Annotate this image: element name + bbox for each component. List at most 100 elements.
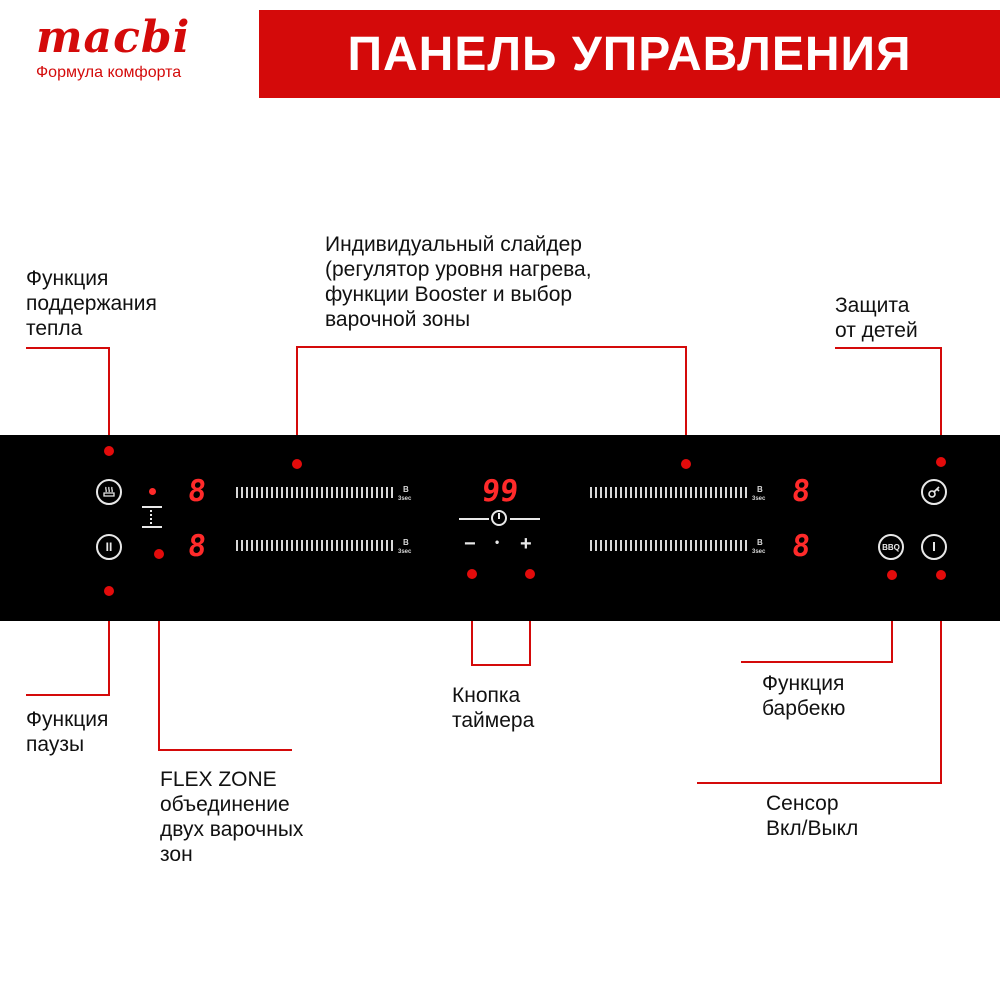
pause-button[interactable]: II	[96, 534, 122, 560]
slider-tick	[296, 539, 298, 551]
slider-tick	[630, 539, 632, 551]
flex-zone-button[interactable]	[142, 506, 162, 528]
slider-tick	[600, 486, 602, 498]
connector-pause-h	[26, 694, 110, 696]
slider-tick	[381, 539, 383, 551]
clock-icon	[498, 513, 500, 519]
timer-line-right	[510, 518, 540, 520]
slider-tick	[650, 539, 652, 551]
slider-tick	[336, 486, 338, 498]
slider-tick	[291, 539, 293, 551]
boost-sub: 3sec	[752, 549, 766, 555]
slider-tick	[311, 539, 313, 551]
bbq-icon: BBQ	[882, 542, 900, 552]
boost-mark: B	[403, 485, 409, 494]
marker-keep-warm	[104, 446, 114, 456]
slider-tick	[730, 539, 732, 551]
slider-rear-left[interactable]	[236, 538, 393, 552]
slider-front-right[interactable]	[590, 485, 747, 499]
slider-tick	[331, 539, 333, 551]
slider-tick	[351, 486, 353, 498]
timer-display: 99	[480, 474, 521, 509]
slider-tick	[341, 539, 343, 551]
slider-tick	[391, 486, 393, 498]
connector-keep-warm-v	[108, 347, 110, 452]
slider-tick	[281, 539, 283, 551]
slider-tick	[660, 539, 662, 551]
boost-mark: B	[757, 538, 763, 547]
slider-tick	[376, 539, 378, 551]
slider-tick	[351, 539, 353, 551]
label-keep-warm: Функция поддержания тепла	[26, 267, 157, 340]
slider-tick	[700, 486, 702, 498]
slider-tick	[326, 539, 328, 551]
marker-timer-minus	[467, 569, 477, 579]
slider-tick	[341, 486, 343, 498]
slider-tick	[261, 486, 263, 498]
keep-warm-icon	[103, 486, 115, 497]
slider-tick	[366, 539, 368, 551]
slider-tick	[740, 486, 742, 498]
keep-warm-button[interactable]	[96, 479, 122, 505]
slider-tick	[720, 486, 722, 498]
slider-tick	[700, 539, 702, 551]
timer-minus-button[interactable]: −	[464, 533, 476, 555]
slider-tick	[705, 539, 707, 551]
label-child-lock: Защита от детей	[835, 294, 918, 342]
slider-rear-right[interactable]	[590, 538, 747, 552]
slider-tick	[276, 539, 278, 551]
slider-tick	[256, 486, 258, 498]
slider-tick	[690, 486, 692, 498]
slider-tick	[301, 486, 303, 498]
marker-timer-plus	[525, 569, 535, 579]
slider-tick	[376, 486, 378, 498]
slider-tick	[281, 486, 283, 498]
slider-tick	[645, 486, 647, 498]
slider-tick	[361, 486, 363, 498]
slider-tick	[710, 539, 712, 551]
slider-tick	[311, 486, 313, 498]
timer-button[interactable]	[491, 510, 507, 526]
slider-tick	[735, 539, 737, 551]
marker-slider-left	[292, 459, 302, 469]
slider-tick	[605, 486, 607, 498]
boost-sub: 3sec	[398, 549, 412, 555]
slider-tick	[291, 486, 293, 498]
connector-slider-right	[685, 346, 687, 464]
slider-tick	[261, 539, 263, 551]
slider-tick	[670, 486, 672, 498]
slider-front-left[interactable]	[236, 485, 393, 499]
slider-tick	[745, 539, 747, 551]
slider-tick	[301, 539, 303, 551]
slider-tick	[715, 539, 717, 551]
slider-tick	[680, 539, 682, 551]
slider-tick	[685, 486, 687, 498]
flex-zone-indicator	[149, 488, 156, 495]
connector-power-h	[697, 782, 942, 784]
slider-tick	[670, 539, 672, 551]
child-lock-button[interactable]	[921, 479, 947, 505]
connector-slider-left	[296, 346, 298, 464]
slider-tick	[241, 539, 243, 551]
slider-tick	[665, 539, 667, 551]
power-button[interactable]	[921, 534, 947, 560]
slider-tick	[600, 539, 602, 551]
slider-tick	[675, 539, 677, 551]
label-flex-zone: FLEX ZONE объединение двух варочных зон	[160, 768, 304, 866]
slider-tick	[645, 539, 647, 551]
slider-tick	[680, 486, 682, 498]
timer-line-left	[459, 518, 489, 520]
slider-tick	[640, 539, 642, 551]
slider-tick	[326, 486, 328, 498]
slider-tick	[725, 539, 727, 551]
connector-pause-v	[108, 591, 110, 696]
slider-tick	[735, 486, 737, 498]
slider-tick	[241, 486, 243, 498]
slider-tick	[361, 539, 363, 551]
slider-tick	[366, 486, 368, 498]
bbq-button[interactable]: BBQ	[878, 534, 904, 560]
brand-tagline: Формула комфорта	[36, 64, 182, 81]
timer-plus-button[interactable]: +	[520, 533, 532, 555]
connector-timer-h	[471, 664, 531, 666]
connector-flex-v	[158, 554, 160, 751]
